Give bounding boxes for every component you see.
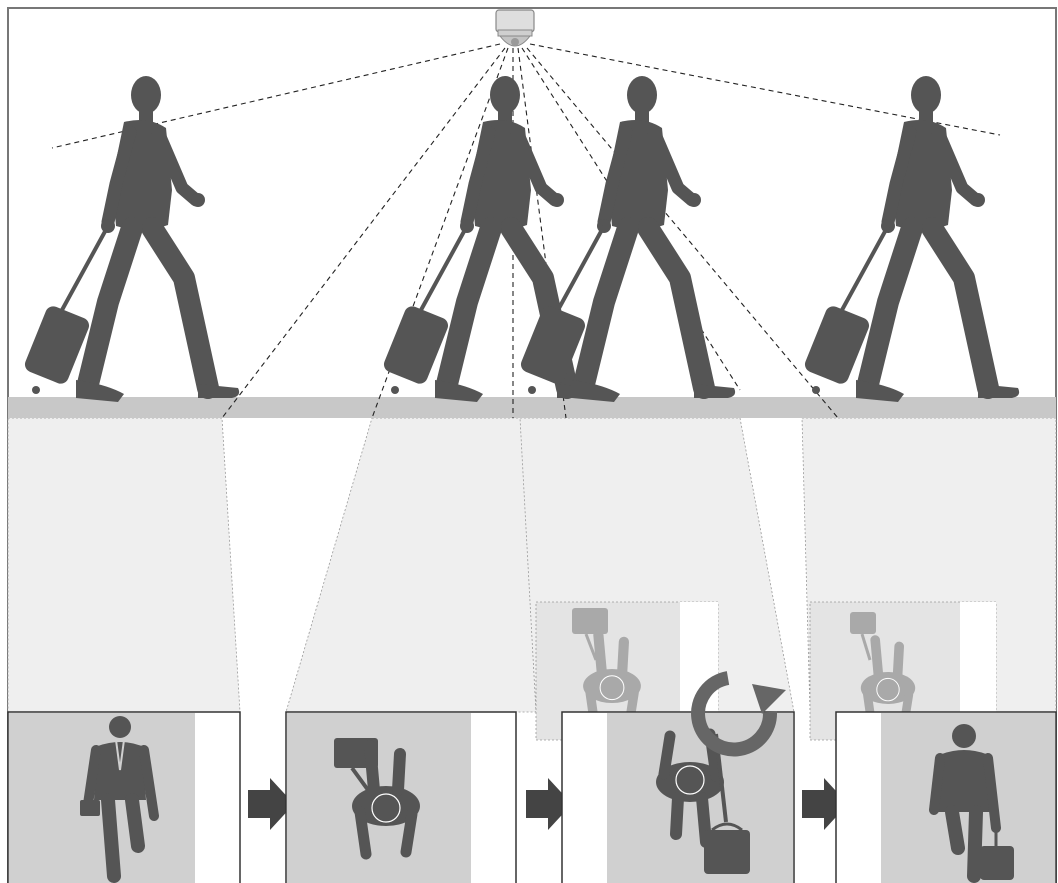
walking-man-with-suitcase-icon	[23, 76, 240, 402]
camera-view-1-front	[8, 712, 240, 883]
camera-view-4-back	[836, 712, 1056, 883]
walking-man-with-suitcase-icon	[803, 76, 1020, 402]
camera-view-2-top	[286, 712, 516, 883]
ceiling-dome-camera-icon	[496, 10, 534, 46]
walking-man-with-suitcase-icon	[519, 76, 736, 402]
